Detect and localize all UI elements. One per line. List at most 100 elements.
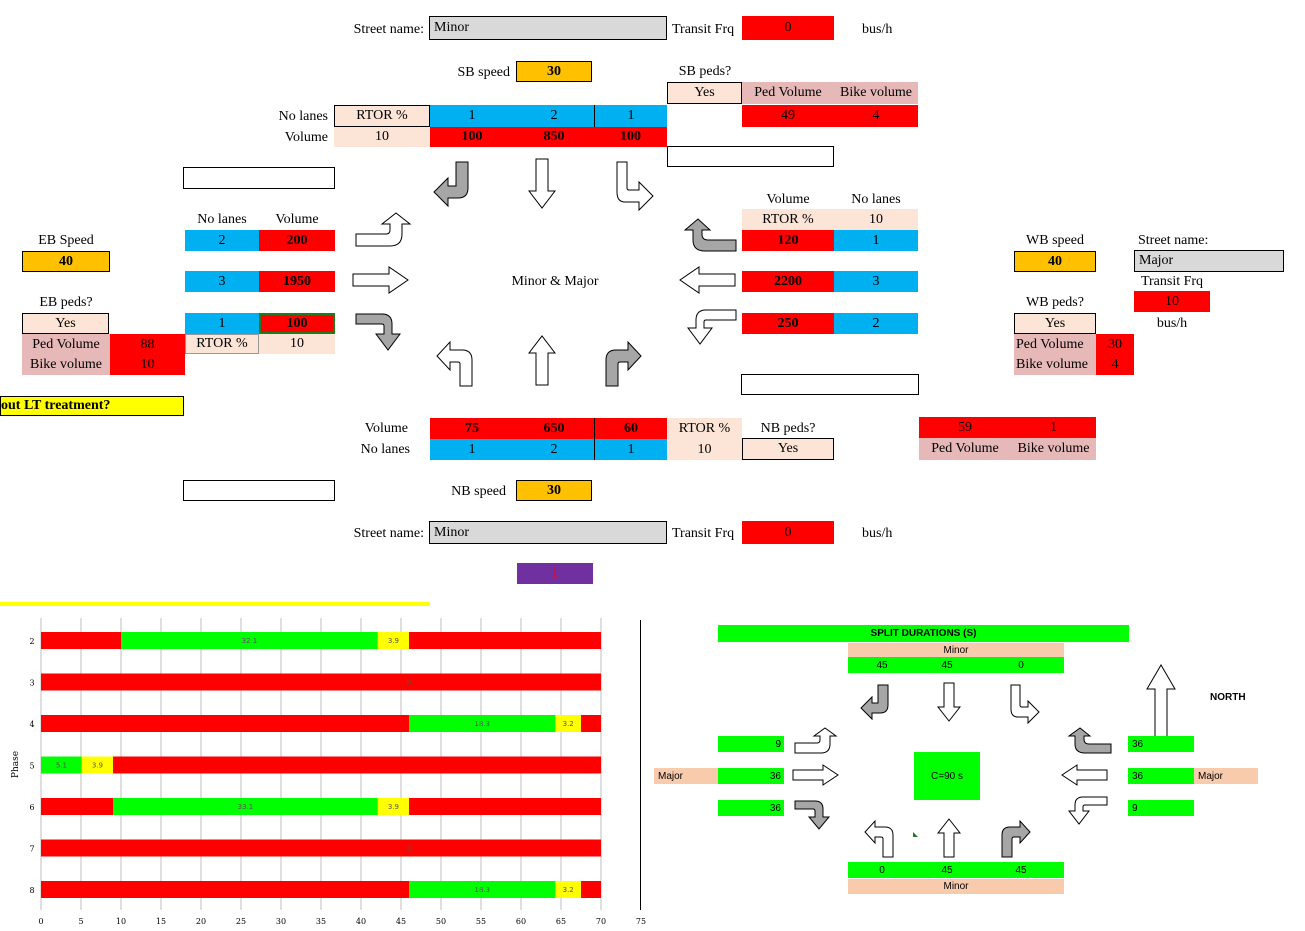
sb-speed-input[interactable]: 30 xyxy=(516,61,592,82)
split-nb-right-icon xyxy=(1001,819,1031,858)
nb-lanes-1[interactable]: 1 xyxy=(430,439,514,460)
wb-lanes-lt[interactable]: 2 xyxy=(834,313,918,334)
x-tick-label: 25 xyxy=(236,917,246,926)
south-street-input[interactable]: Minor xyxy=(429,521,667,544)
eb-volume-rt[interactable]: 100 xyxy=(259,313,335,334)
eb-lanes-lt[interactable]: 2 xyxy=(185,230,259,251)
split-top-th: 45 xyxy=(916,657,978,673)
split-nb-through-icon xyxy=(936,818,962,858)
bar-segment xyxy=(409,798,601,815)
eb-volume-lt[interactable]: 200 xyxy=(259,230,335,251)
sb-rtor-label: RTOR % xyxy=(334,105,430,127)
split-right-th: 36 xyxy=(1128,768,1194,784)
sb-ped-volume-input[interactable]: 49 xyxy=(742,105,834,127)
split-left-lt: 9 xyxy=(718,736,784,752)
nb-volume-3[interactable]: 60 xyxy=(594,418,667,439)
sb-peds-input[interactable]: Yes xyxy=(667,82,742,104)
wb-rtor-label: RTOR % xyxy=(742,209,834,230)
sb-volume-1[interactable]: 100 xyxy=(430,127,514,147)
split-eb-right-icon xyxy=(794,800,831,830)
sb-lanes-1[interactable]: 1 xyxy=(430,105,514,127)
sb-volume-3[interactable]: 100 xyxy=(594,127,667,147)
split-nb-left-icon xyxy=(864,819,894,858)
bar-segment xyxy=(41,715,409,732)
north-street-input[interactable]: Minor xyxy=(429,16,667,40)
nb-bike-volume-input[interactable]: 1 xyxy=(1011,417,1096,438)
eb-bike-volume-input[interactable]: 10 xyxy=(110,355,185,375)
split-wb-through-icon xyxy=(1061,764,1108,786)
wb-lanes-rt[interactable]: 1 xyxy=(834,230,918,251)
phase-label: 8 xyxy=(29,886,34,895)
wb-ped-volume-input[interactable]: 30 xyxy=(1096,334,1134,355)
wb-bike-volume-input[interactable]: 4 xyxy=(1096,355,1134,375)
nb-bike-volume-label: Bike volume xyxy=(1011,438,1096,460)
nb-rtor-input[interactable]: 10 xyxy=(667,439,742,460)
purple-indicator[interactable]: 1 xyxy=(517,563,593,584)
nb-speed-input[interactable]: 30 xyxy=(516,480,592,501)
phase-label: 6 xyxy=(29,803,34,812)
x-tick-label: 30 xyxy=(276,917,286,926)
eb-rtor-input[interactable]: 10 xyxy=(259,334,335,354)
wb-rtor-input[interactable]: 10 xyxy=(834,209,918,230)
sb-rtor-input[interactable]: 10 xyxy=(334,127,430,147)
sb-through-icon xyxy=(527,158,557,209)
nb-volume-2[interactable]: 650 xyxy=(514,418,594,439)
wb-lanes-th[interactable]: 3 xyxy=(834,271,918,292)
sb-bike-volume-input[interactable]: 4 xyxy=(834,105,918,127)
split-left-th: 36 xyxy=(718,768,784,784)
eb-left-turn-icon xyxy=(355,212,412,247)
eb-peds-input[interactable]: Yes xyxy=(22,313,109,334)
intersection-name: Minor & Major xyxy=(511,274,599,289)
sb-speed-label: SB speed xyxy=(457,65,511,80)
nb-rtor-label: RTOR % xyxy=(667,418,742,439)
eb-lanes-th[interactable]: 3 xyxy=(185,271,259,292)
nb-ped-volume-input[interactable]: 59 xyxy=(919,417,1011,438)
nb-lanes-2[interactable]: 2 xyxy=(514,439,594,460)
sb-blank-box[interactable] xyxy=(667,146,834,167)
eb-lanes-rt[interactable]: 1 xyxy=(185,313,259,334)
wb-peds-label: WB peds? xyxy=(1026,295,1084,310)
wb-blank-box[interactable] xyxy=(741,374,919,395)
data-label: 33.1 xyxy=(238,803,254,811)
eb-volume-th[interactable]: 1950 xyxy=(259,271,335,292)
bar-segment xyxy=(377,632,409,649)
bar-segment xyxy=(113,756,601,774)
sb-peds-label: SB peds? xyxy=(678,64,732,79)
eb-blank-box[interactable] xyxy=(183,167,335,189)
split-bottom-lt: 0 xyxy=(848,862,916,878)
west-transit-input[interactable]: 10 xyxy=(1134,291,1210,312)
x-tick-label: 10 xyxy=(116,917,126,926)
wb-volume-rt[interactable]: 120 xyxy=(742,230,834,251)
wb-volume-th[interactable]: 2200 xyxy=(742,271,834,292)
nb-volume-1[interactable]: 75 xyxy=(430,418,514,439)
split-durations-title: SPLIT DURATIONS (S) xyxy=(718,625,1129,642)
sb-volume-label: Volume xyxy=(284,130,328,145)
x-tick-label: 15 xyxy=(156,917,166,926)
nb-lanes-3[interactable]: 1 xyxy=(594,439,667,460)
sb-lanes-3[interactable]: 1 xyxy=(594,105,667,127)
wb-peds-input[interactable]: Yes xyxy=(1014,313,1096,334)
data-label: 32.1 xyxy=(242,637,258,645)
bar-segment xyxy=(409,715,556,732)
south-transit-input[interactable]: 0 xyxy=(742,521,834,544)
west-street-input[interactable]: Major xyxy=(1134,250,1284,272)
nb-peds-input[interactable]: Yes xyxy=(742,438,834,460)
wb-left-turn-icon xyxy=(687,309,737,345)
split-wb-right-icon xyxy=(1067,727,1112,754)
eb-speed-input[interactable]: 40 xyxy=(22,251,110,272)
sb-volume-2[interactable]: 850 xyxy=(514,127,594,147)
nb-blank-box[interactable] xyxy=(183,480,335,501)
sb-lanes-2[interactable]: 2 xyxy=(514,105,594,127)
eb-ped-volume-input[interactable]: 88 xyxy=(110,334,185,355)
wb-speed-input[interactable]: 40 xyxy=(1014,251,1096,272)
phase-label: 7 xyxy=(29,845,34,854)
wb-volume-lt[interactable]: 250 xyxy=(742,313,834,334)
north-transit-input[interactable]: 0 xyxy=(742,16,834,40)
wb-ped-volume-label: Ped Volume xyxy=(1014,334,1096,355)
split-sb-through-icon xyxy=(936,682,962,722)
lt-treatment-question[interactable]: out LT treatment? xyxy=(0,396,184,416)
sb-lanes-label: No lanes xyxy=(278,109,328,124)
phase-label: 2 xyxy=(29,637,34,646)
south-street-label: Street name: xyxy=(353,526,424,541)
